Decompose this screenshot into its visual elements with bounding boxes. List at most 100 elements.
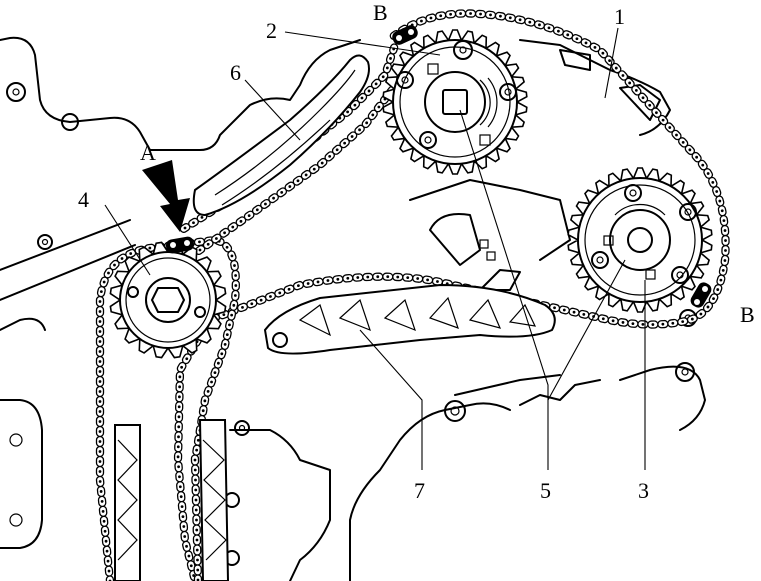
chain-pin: [469, 12, 472, 15]
chain-pin: [377, 105, 381, 109]
chain-pin: [336, 277, 340, 281]
chain-pin: [721, 268, 725, 272]
chain-pin: [178, 375, 182, 379]
chain-pin: [346, 110, 350, 114]
chain-pin: [389, 57, 392, 60]
chain-pin: [724, 249, 727, 252]
chain-pin: [107, 271, 110, 275]
chain-pin: [416, 277, 420, 280]
chain-pin: [196, 578, 200, 581]
chain-pin: [187, 554, 191, 558]
chain-pin: [225, 245, 229, 249]
chain-pin: [350, 135, 354, 138]
chain-pin: [538, 23, 541, 27]
chain-links: [173, 9, 730, 581]
chain-pin: [634, 88, 638, 92]
chain-pin: [582, 312, 586, 316]
chain-pin: [181, 515, 185, 518]
chain-pin: [343, 141, 347, 145]
chain-pin: [706, 305, 710, 309]
label-A: A: [140, 140, 156, 165]
chain-pin: [695, 155, 699, 159]
chain-pin: [681, 141, 685, 144]
chain-links: [194, 85, 397, 256]
chain-pin: [601, 51, 605, 55]
chain-pin: [651, 323, 655, 326]
label-7: 7: [414, 478, 425, 503]
marker-link-A: [165, 236, 195, 254]
chain-pin: [278, 291, 282, 295]
chain-pin: [518, 18, 522, 22]
chain-pin: [225, 333, 229, 337]
chain-pin: [98, 360, 102, 363]
chain-pin: [177, 405, 181, 409]
chain-pin: [193, 458, 197, 462]
chain-pin: [711, 180, 715, 184]
chain-pin: [98, 370, 102, 373]
chain-pin: [177, 415, 181, 419]
chain-pin: [106, 559, 110, 563]
chain-pin: [681, 320, 685, 324]
chain-pin: [272, 196, 275, 200]
chain-pin: [196, 558, 199, 562]
chain-pin: [107, 569, 111, 573]
label-5: 5: [540, 478, 551, 503]
label-6: 6: [230, 60, 241, 85]
chain-pin: [621, 74, 625, 77]
chain-pin: [192, 221, 195, 225]
chain-pin: [98, 300, 102, 303]
chain-pin: [304, 173, 308, 177]
chain-pin: [101, 509, 105, 513]
chain-pin: [312, 167, 316, 171]
chain-pin: [420, 19, 423, 23]
chain-pin: [185, 357, 189, 361]
chain-pin: [129, 252, 133, 255]
chain-pin: [584, 41, 588, 45]
chain-pin: [371, 113, 375, 117]
chain-pin: [688, 148, 692, 152]
chain-pin: [99, 490, 103, 493]
label-B-right: B: [740, 302, 755, 327]
chain-pin: [98, 350, 102, 353]
chain-pin: [180, 505, 184, 509]
chain-pin: [661, 322, 665, 326]
chain-pin: [210, 380, 213, 384]
label-2: 2: [266, 18, 277, 43]
chain-pin: [98, 440, 102, 443]
chain-pin: [232, 303, 236, 307]
chain-pin: [367, 89, 371, 93]
chain-pin: [178, 395, 181, 399]
camshaft-sprocket-2: [382, 29, 528, 175]
chain-pin: [346, 276, 350, 280]
chain-pin: [98, 470, 102, 473]
chain-pin: [259, 298, 263, 302]
chain-pin: [365, 121, 369, 125]
chain-pin: [553, 306, 556, 310]
chain-pin: [426, 278, 429, 282]
chain-pin: [177, 435, 180, 439]
chain-pin: [719, 278, 723, 282]
chain-pin: [98, 450, 102, 453]
chain-pin: [366, 275, 370, 279]
chain-pin: [183, 226, 187, 230]
chain-pin: [648, 103, 652, 107]
chain-pin: [353, 103, 357, 107]
chain-pin: [296, 179, 300, 183]
chain-pin: [220, 352, 224, 356]
chain-pin: [148, 246, 152, 250]
chain-pin: [255, 208, 259, 212]
chain-pin: [328, 155, 332, 158]
chain-pin: [193, 468, 197, 472]
chain-pin: [177, 425, 181, 429]
chain-pin: [194, 478, 197, 482]
label-1: 1: [614, 4, 625, 29]
chain-pin: [547, 26, 551, 30]
chain-pin: [439, 14, 443, 18]
chain-pin: [459, 12, 462, 15]
chain-pin: [98, 430, 102, 433]
chain-pin: [621, 321, 625, 324]
chain-pin: [233, 294, 237, 297]
chain-pin: [102, 519, 106, 523]
chain-pin: [231, 225, 235, 229]
